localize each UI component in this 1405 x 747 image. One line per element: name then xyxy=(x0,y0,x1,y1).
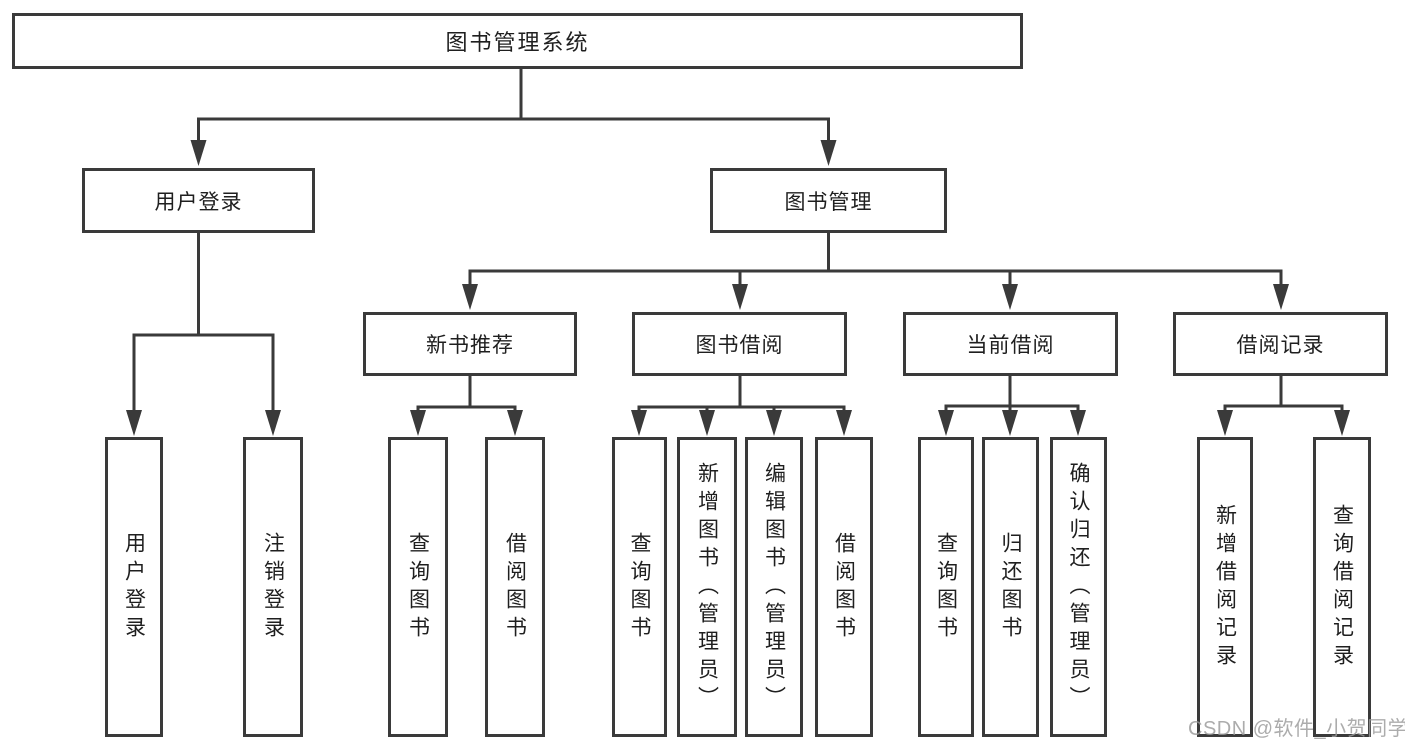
watermark: CSDN @软件_小贺同学 xyxy=(1188,718,1405,740)
leaf-borrow-books-newbook: 借阅图书 xyxy=(485,437,545,737)
node-user-login: 用户登录 xyxy=(82,168,315,233)
leaf-query-borrow-record: 查询借阅记录 xyxy=(1313,437,1371,737)
leaf-query-books-current: 查询图书 xyxy=(918,437,974,737)
node-new-book-recommend: 新书推荐 xyxy=(363,312,577,376)
node-borrow-records: 借阅记录 xyxy=(1173,312,1388,376)
leaf-confirm-return-admin: 确认归还（管理员） xyxy=(1050,437,1107,737)
connector-current-to-leaves xyxy=(938,376,1086,436)
connector-records-to-leaves xyxy=(1217,376,1350,436)
node-root: 图书管理系统 xyxy=(12,13,1023,69)
connector-newbook-to-leaves xyxy=(410,376,523,436)
leaf-add-borrow-record: 新增借阅记录 xyxy=(1197,437,1253,737)
node-book-management: 图书管理 xyxy=(710,168,947,233)
connector-root-to-level2 xyxy=(190,69,837,166)
leaf-query-books-borrow: 查询图书 xyxy=(612,437,667,737)
leaf-add-book-admin: 新增图书（管理员） xyxy=(677,437,737,737)
node-current-borrow: 当前借阅 xyxy=(903,312,1118,376)
connector-userlogin-to-leaves xyxy=(126,233,281,436)
leaf-borrow-books-borrow: 借阅图书 xyxy=(815,437,873,737)
leaf-edit-book-admin: 编辑图书（管理员） xyxy=(745,437,803,737)
connector-borrow-to-leaves xyxy=(631,376,852,436)
node-book-borrow: 图书借阅 xyxy=(632,312,847,376)
leaf-user-login: 用户登录 xyxy=(105,437,163,737)
leaf-return-book: 归还图书 xyxy=(982,437,1039,737)
connector-bookmgmt-to-level3 xyxy=(462,233,1289,310)
leaf-logout: 注销登录 xyxy=(243,437,303,737)
leaf-query-books-newbook: 查询图书 xyxy=(388,437,448,737)
